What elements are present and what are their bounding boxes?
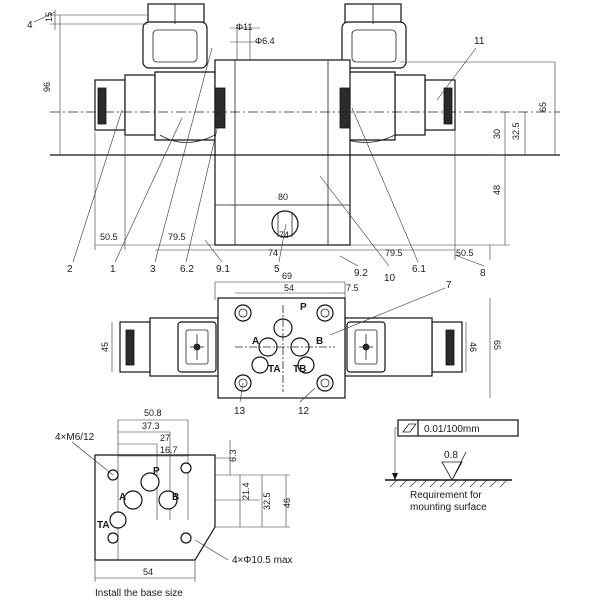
- base-port-ta: TA: [97, 520, 110, 531]
- mid-port-p: P: [300, 302, 307, 313]
- dim-48: 48: [492, 185, 502, 195]
- base-port-p: P: [153, 466, 160, 477]
- dim-80: 80: [278, 192, 288, 202]
- mid-port-tb: TB: [293, 364, 306, 375]
- base-view: 50.8 37.3 27 16.7 P A B TA 6.3 21.4 32.5: [55, 408, 293, 599]
- base-dim-16-7: 16.7: [160, 445, 178, 455]
- left-solenoid-coil: [94, 71, 216, 143]
- callout-9-2: 9.2: [354, 268, 368, 279]
- base-dim-27: 27: [160, 433, 170, 443]
- mid-port-b: B: [316, 336, 323, 347]
- callout-2: 2: [67, 264, 73, 275]
- base-dim-6-3: 6.3: [228, 449, 238, 462]
- callout-4: 4: [27, 20, 33, 31]
- surface-requirement: 0.01/100mm 0.8 Requirement for mounting …: [385, 419, 519, 513]
- callout-8: 8: [480, 268, 486, 279]
- mid-dim-46: 46: [468, 342, 478, 352]
- callout-9-1: 9.1: [216, 264, 230, 275]
- callout-6-1: 6.1: [412, 264, 426, 275]
- left-connector-plug: [142, 3, 208, 69]
- callout-11: 11: [474, 36, 485, 47]
- mid-dim-65: 65: [492, 340, 502, 350]
- mid-view: 69 54 7.5 P A: [100, 271, 502, 417]
- mid-port-a: A: [252, 336, 259, 347]
- base-thread-note: 4×M6/12: [55, 432, 95, 443]
- callout-3: 3: [150, 264, 156, 275]
- flatness-symbol-icon: [402, 423, 417, 433]
- top-view: 15 96 65 32.5 30 48 Φ11 Φ6.4 80 74 50.5 …: [27, 3, 560, 284]
- dim-79-5-left: 79.5: [168, 232, 186, 242]
- base-hole-note: 4×Φ10.5 max: [232, 555, 293, 566]
- mid-dim-7-5: 7.5: [346, 283, 359, 293]
- mid-dim-69: 69: [282, 271, 292, 281]
- mid-callout-12: 12: [298, 406, 310, 417]
- dim-32-5: 32.5: [511, 122, 521, 140]
- flatness-tolerance: 0.01/100mm: [424, 424, 480, 435]
- base-dim-54: 54: [143, 567, 153, 577]
- dim-65: 65: [538, 102, 548, 112]
- base-port-b: B: [172, 492, 179, 503]
- callout-6-2: 6.2: [180, 264, 194, 275]
- dim-96: 96: [42, 82, 52, 92]
- valve-body-side: [214, 59, 351, 246]
- dim-15: 15: [44, 12, 54, 22]
- callout-10: 10: [384, 273, 396, 284]
- right-solenoid-coil: [334, 71, 456, 143]
- dim-50-5-right: 50.5: [456, 248, 474, 258]
- mid-callout-7: 7: [446, 280, 452, 291]
- mid-callout-13: 13: [234, 406, 246, 417]
- base-caption: Install the base size: [95, 588, 183, 599]
- roughness-symbol-icon: [441, 451, 467, 481]
- mid-dim-54: 54: [284, 283, 294, 293]
- surface-caption-line2: mounting surface: [410, 502, 487, 513]
- right-connector-plug: [341, 3, 407, 69]
- mid-port-ta: TA: [268, 364, 281, 375]
- base-dim-21-4: 21.4: [241, 482, 251, 500]
- mid-left-end-cap: [119, 321, 151, 373]
- base-port-a: A: [119, 492, 126, 503]
- dim-phi11: Φ11: [236, 22, 253, 32]
- base-dim-50-8: 50.8: [144, 408, 162, 418]
- dim-74-outer: 74: [268, 248, 278, 258]
- dim-50-5-left: 50.5: [100, 232, 118, 242]
- base-dim-32-5: 32.5: [262, 492, 272, 510]
- dim-phi6-4: Φ6.4: [255, 36, 275, 46]
- callout-1: 1: [110, 264, 116, 275]
- dim-79-5-right: 79.5: [385, 248, 403, 258]
- dim-30: 30: [492, 129, 502, 139]
- base-dim-37-3: 37.3: [142, 421, 160, 431]
- roughness-value: 0.8: [444, 450, 458, 461]
- callout-5: 5: [274, 264, 280, 275]
- surface-caption-line1: Requirement for: [410, 490, 482, 501]
- base-dim-46: 46: [282, 498, 292, 508]
- mid-dim-45: 45: [100, 342, 110, 352]
